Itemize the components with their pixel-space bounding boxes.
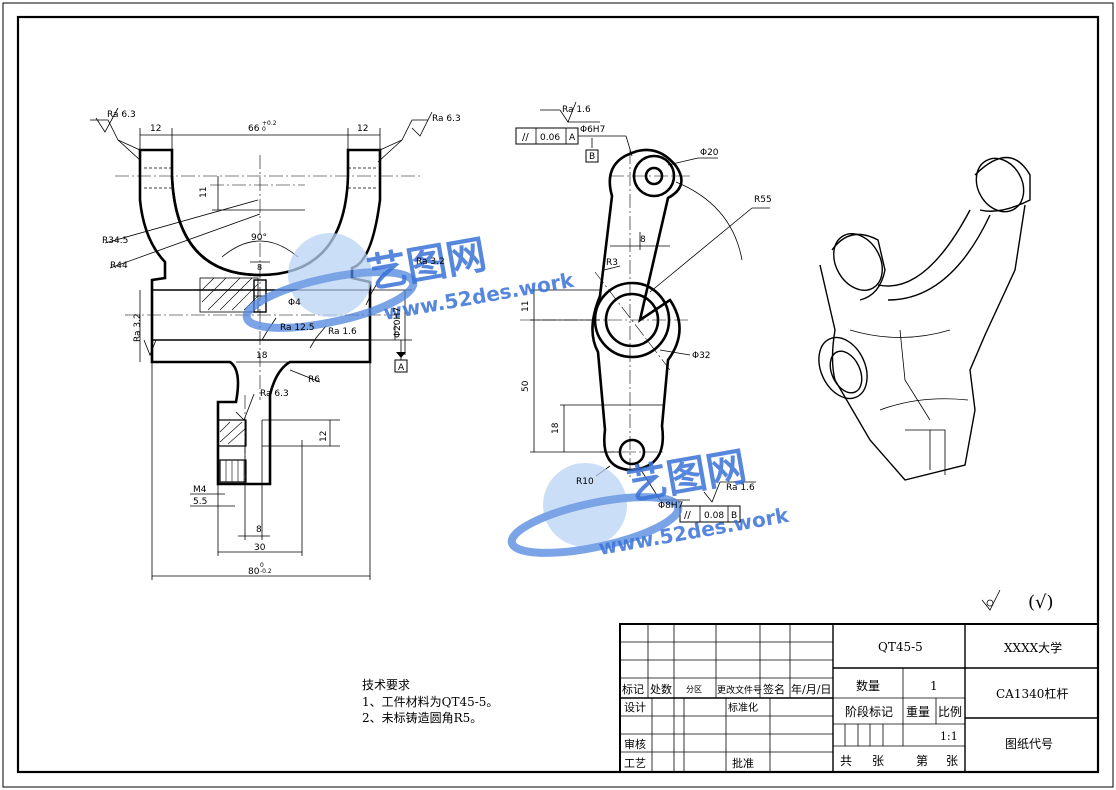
dim-11: 11 — [199, 187, 209, 198]
dim-8: 8 — [256, 525, 262, 535]
ra-1-6-top: Ra 1.6 — [562, 105, 591, 115]
dim-angle-90: 90° — [251, 233, 267, 243]
tol-bottom-value: 0.08 — [704, 511, 724, 521]
dim-11-side: 11 — [521, 301, 531, 312]
row-design: 设计 — [624, 701, 646, 714]
dim-phi8h7: Φ8H7 — [658, 501, 683, 511]
dim-66-tol-upper: +0.2 — [262, 120, 277, 127]
roughness-symbol — [981, 589, 1001, 611]
row-docno: 更改文件号 — [717, 684, 762, 696]
title-scale-label: 比例 — [938, 705, 962, 719]
title-weight-label: 重量 — [906, 705, 930, 719]
row-sign: 签名 — [763, 682, 785, 696]
dim-66: 66 — [248, 124, 260, 134]
dim-8-small: 8 — [257, 263, 262, 272]
row-review: 审核 — [624, 737, 646, 751]
tol-bottom-symbol: // — [684, 510, 691, 521]
title-sheet-label-2: 张 — [946, 754, 958, 768]
dim-r10: R10 — [576, 477, 594, 487]
dim-phi6h7: Φ6H7 — [580, 125, 605, 135]
title-part-name: CA1340杠杆 — [996, 686, 1068, 701]
title-drawing-no-label: 图纸代号 — [1005, 737, 1053, 751]
ra-1-6-bottom: Ra 1.6 — [726, 483, 755, 493]
roughness-circle — [986, 599, 994, 607]
dim-18: 18 — [256, 351, 268, 361]
title-qty-label: 数量 — [856, 678, 880, 693]
dim-r55: R55 — [754, 195, 772, 205]
row-standard: 标准化 — [728, 701, 758, 714]
dim-18-side: 18 — [551, 422, 561, 434]
title-scale-value: 1:1 — [940, 730, 958, 743]
tech-notes-heading: 技术要求 — [362, 678, 410, 692]
title-qty-value: 1 — [930, 679, 938, 693]
row-approve: 批准 — [732, 756, 754, 770]
ra-3-2-center: Ra 3.2 — [416, 257, 445, 267]
row-process: 工艺 — [624, 757, 646, 770]
datum-a-label: A — [398, 363, 405, 373]
dim-phi20h7: Φ20H7 — [393, 307, 403, 338]
ra-12-5: Ra 12.5 — [280, 323, 314, 333]
dim-12: 12 — [319, 431, 329, 442]
datum-b-label: B — [589, 152, 595, 162]
tol-top-symbol: // — [522, 132, 529, 143]
row-mark: 标记 — [622, 682, 644, 696]
watermark-1 — [242, 233, 418, 332]
ra-6-3-right: Ra 6.3 — [432, 114, 461, 124]
title-material: QT45-5 — [878, 640, 923, 654]
dim-66-tol-lower: 0 — [262, 126, 266, 133]
title-school: XXXX大学 — [1004, 640, 1062, 655]
row-zone: 分区 — [686, 685, 702, 694]
tech-notes-line-2: 2、未标铸造圆角R5。 — [362, 710, 482, 725]
dim-r3: R3 — [606, 258, 618, 268]
dim-phi4: Φ4 — [288, 298, 301, 308]
title-stage-label: 阶段标记 — [845, 704, 893, 719]
ra-6-3-left: Ra 6.3 — [107, 110, 136, 120]
ra-1-6-center: Ra 1.6 — [328, 327, 357, 337]
tol-top-value: 0.06 — [540, 133, 560, 143]
dim-50: 50 — [521, 380, 531, 392]
tol-top-datum: A — [569, 133, 576, 143]
ra-3-2-left: Ra 3.2 — [133, 313, 143, 342]
dim-r34-5: R34.5 — [102, 236, 128, 246]
isometric-view — [818, 157, 1031, 481]
title-total-label: 共 — [840, 754, 852, 768]
dim-8-side: 8 — [640, 235, 646, 245]
tech-notes-line-1: 1、工件材料为QT45-5。 — [362, 695, 498, 709]
watermark-2 — [507, 463, 683, 557]
dim-80: 80 — [248, 567, 260, 577]
dim-m4: M4 — [193, 485, 207, 495]
dim-12-left: 12 — [150, 124, 161, 134]
dim-phi32: Φ32 — [692, 351, 711, 361]
title-nth-label: 第 — [916, 754, 928, 768]
front-section-view — [90, 107, 433, 580]
title-block — [619, 623, 1099, 773]
dim-r44: R44 — [110, 261, 128, 271]
dim-12-right: 12 — [357, 124, 368, 134]
dim-phi20: Φ20 — [700, 148, 719, 158]
dim-80-tol-upper: 0 — [260, 562, 264, 569]
dim-30: 30 — [254, 543, 266, 553]
title-sheet-label: 张 — [872, 754, 884, 768]
dim-80-tol-lower: -0.2 — [260, 568, 272, 575]
inner-frame — [16, 15, 1100, 774]
dim-r6: R6 — [308, 375, 320, 385]
ra-6-3-stem: Ra 6.3 — [260, 389, 289, 399]
dim-5-5: 5.5 — [193, 497, 207, 507]
row-date: 年/月/日 — [791, 682, 831, 696]
tol-bottom-datum: B — [731, 511, 737, 521]
roughness-other-mark: (√) — [1028, 592, 1054, 613]
row-count: 处数 — [650, 683, 672, 696]
